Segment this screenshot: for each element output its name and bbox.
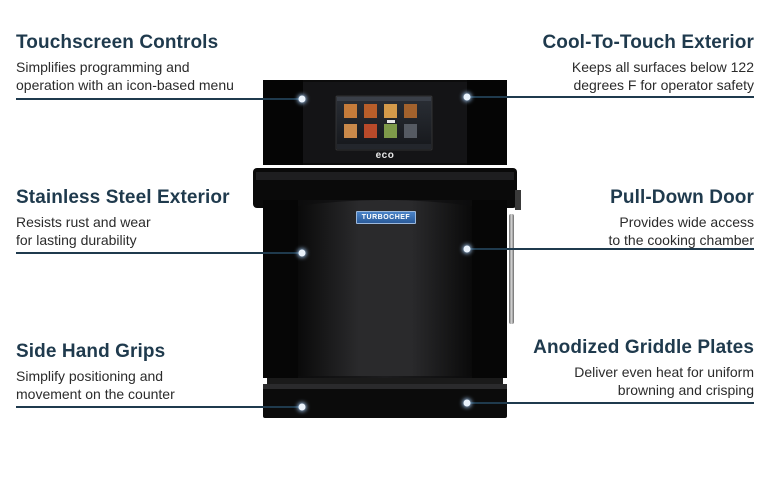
leader-line-griddle [467,402,754,404]
callout-grips: Side Hand Grips Simplify positioning and… [16,341,175,403]
oven-base [263,378,507,418]
leader-line-grips [16,406,302,408]
brand-nameplate: TURBOCHEF [356,211,416,224]
leader-line-door [467,248,754,250]
callout-description: Deliver even heat for uniform browning a… [574,364,754,398]
screen-logo: eco [375,150,395,161]
door-handle [509,190,521,324]
leader-line-stainless [16,252,302,254]
callout-description: Simplifies programming and operation wit… [16,59,234,93]
hotspot-stainless[interactable] [298,249,306,257]
hotspot-griddle[interactable] [463,399,471,407]
leader-line-cool-touch [467,96,754,98]
oven-door [298,200,472,376]
callout-description: Resists rust and wear for lasting durabi… [16,214,151,248]
callout-title: Touchscreen Controls [16,32,219,53]
callout-title: Pull-Down Door [610,187,754,208]
callout-title: Cool-To-Touch Exterior [542,32,754,53]
callout-cool-touch: Cool-To-Touch Exterior Keeps all surface… [542,32,754,94]
callout-griddle: Anodized Griddle Plates Deliver even hea… [533,337,754,399]
touchscreen-display [335,95,433,151]
callout-description: Keeps all surfaces below 122 degrees F f… [571,59,754,93]
hotspot-door[interactable] [463,245,471,253]
hotspot-touchscreen[interactable] [298,95,306,103]
hotspot-grips[interactable] [298,403,306,411]
callout-title: Stainless Steel Exterior [16,187,230,208]
hotspot-cool-touch[interactable] [463,93,471,101]
callout-title: Anodized Griddle Plates [533,337,754,358]
callout-door: Pull-Down Door Provides wide access to t… [608,187,754,249]
callout-description: Provides wide access to the cooking cham… [608,214,754,248]
callout-touchscreen: Touchscreen Controls Simplifies programm… [16,32,234,94]
leader-line-touchscreen [16,98,302,100]
callout-title: Side Hand Grips [16,341,166,362]
callout-stainless: Stainless Steel Exterior Resists rust an… [16,187,230,249]
callout-description: Simplify positioning and movement on the… [16,368,175,402]
